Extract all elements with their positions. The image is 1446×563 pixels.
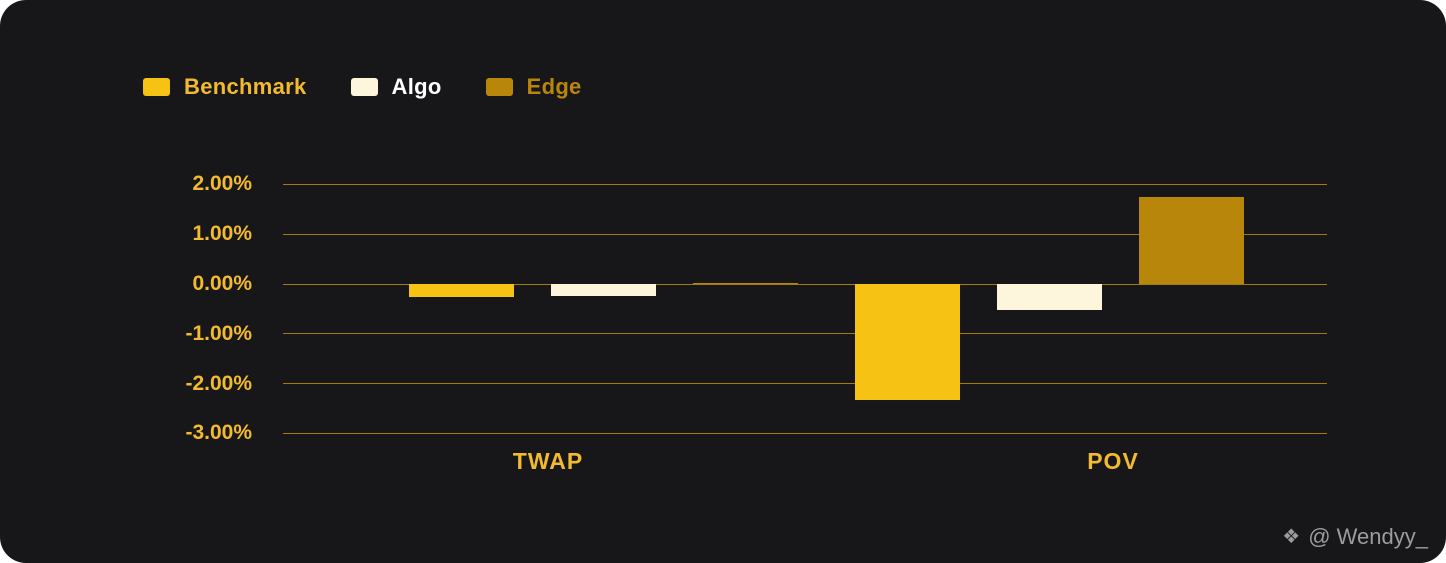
y-axis-tick-label: 2.00% (192, 172, 252, 196)
gridline (283, 183, 1327, 185)
x-axis-category-label: TWAP (512, 448, 584, 474)
legend-item-algo: Algo (350, 74, 442, 100)
y-axis-tick-label: 0.00% (192, 272, 252, 295)
watermark: ❖ @ Wendyy_ (1282, 524, 1428, 550)
chart-legend: Benchmark Algo Edge (143, 74, 582, 100)
legend-swatch-icon (485, 78, 513, 96)
bar-edge-twap (693, 282, 798, 284)
legend-label: Algo (391, 74, 442, 99)
legend-label: Edge (526, 74, 582, 99)
gridline (283, 432, 1327, 434)
y-axis-tick-label: 1.00% (192, 222, 252, 246)
gridline (283, 383, 1327, 385)
gridline (283, 283, 1327, 285)
legend-item-benchmark: Benchmark (143, 74, 307, 100)
y-axis-tick-label: -2.00% (185, 371, 252, 395)
y-axis-tick-label: -3.00% (185, 421, 252, 445)
watermark-text: @ Wendyy_ (1308, 524, 1428, 549)
bar-benchmark-twap (409, 284, 514, 298)
legend-label: Benchmark (184, 74, 307, 99)
bar-algo-twap (551, 284, 656, 296)
gridline (283, 233, 1327, 235)
bar-algo-pov (997, 284, 1102, 311)
x-axis-category-label: POV (1087, 448, 1139, 474)
bar-benchmark-pov (855, 284, 960, 400)
legend-swatch-icon (143, 78, 170, 96)
y-axis-tick-label: -1.00% (185, 321, 252, 345)
gridline (283, 333, 1327, 335)
bar-edge-pov (1139, 196, 1244, 284)
legend-swatch-icon (350, 78, 378, 96)
binance-logo-icon: ❖ (1282, 526, 1301, 548)
legend-item-edge: Edge (485, 74, 582, 100)
